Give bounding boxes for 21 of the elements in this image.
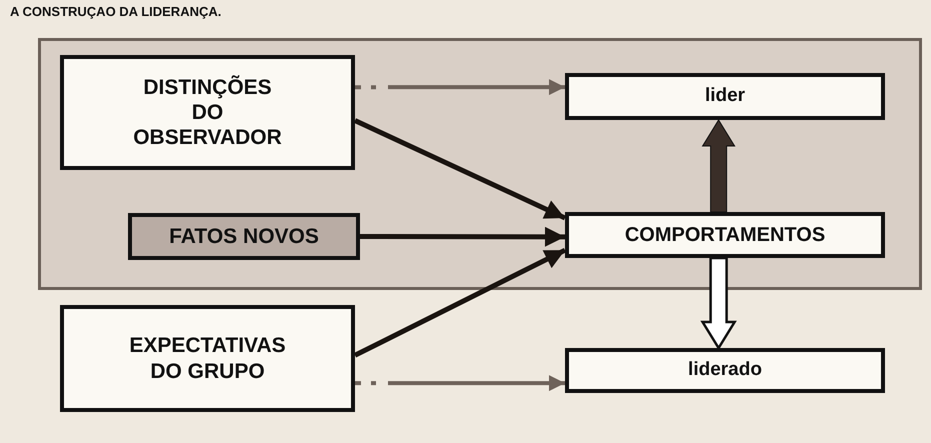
diagram-title: A CONSTRUÇAO DA LIDERANÇA. <box>10 4 222 19</box>
label-box <box>565 348 885 393</box>
dashed-arrow <box>355 375 565 392</box>
arrow <box>354 248 566 358</box>
label-box <box>565 212 885 258</box>
node-label: DISTINÇÕES DO OBSERVADOR <box>132 74 283 150</box>
node-label: FATOS NOVOS <box>169 224 319 250</box>
block-arrow <box>702 119 736 212</box>
node-label: lider <box>704 85 746 108</box>
arrow <box>360 226 565 247</box>
label-box <box>60 55 355 170</box>
label-box <box>60 305 355 412</box>
dashed-arrow <box>355 79 565 96</box>
block-arrow <box>700 256 737 350</box>
arrow <box>354 118 566 220</box>
label-box <box>565 73 885 120</box>
node-label: COMPORTAMENTOS <box>624 223 826 247</box>
node-label: liderado <box>688 359 762 382</box>
node-label: EXPECTATIVAS DO GRUPO <box>128 333 287 384</box>
label-box <box>128 213 360 260</box>
group-panel <box>38 38 922 290</box>
